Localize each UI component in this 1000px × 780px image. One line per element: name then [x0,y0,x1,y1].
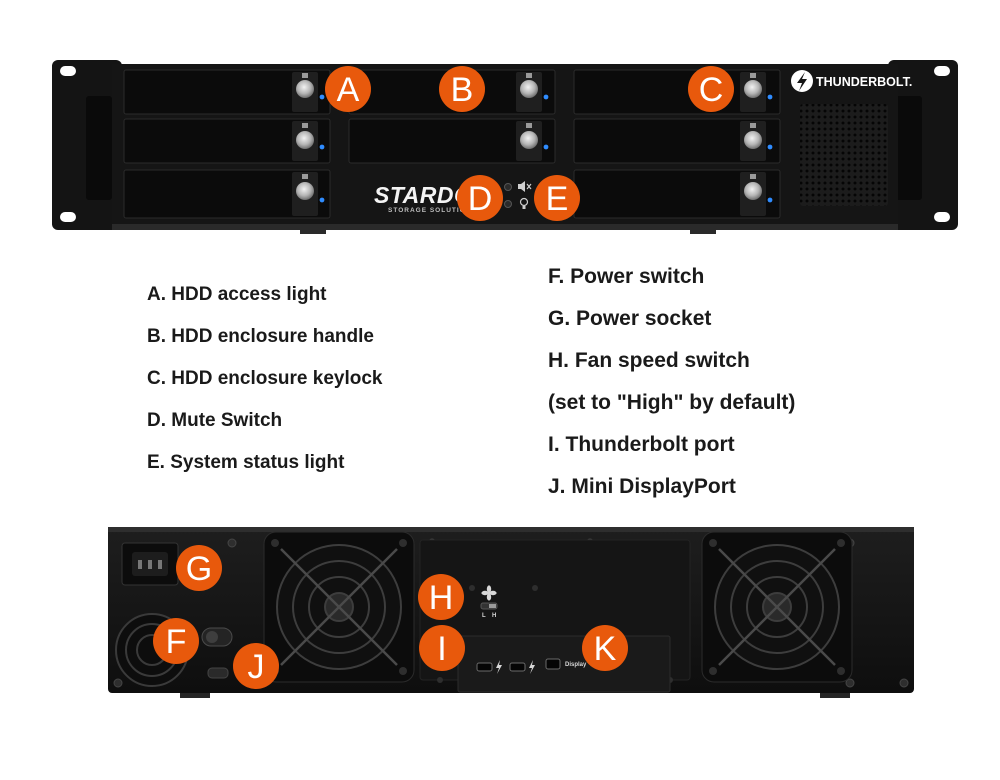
rear-foot [820,693,850,698]
legend-item-h-note: (set to "High" by default) [548,391,796,414]
activity-led [319,144,325,150]
legend-right: F. Power switch G. Power socket H. Fan s… [548,264,795,516]
right-ear-handle [896,96,922,200]
drive-bay-2[interactable] [123,118,331,164]
lock-icon[interactable] [744,80,762,98]
status-light [504,200,512,208]
callout-i-letter: I [437,630,446,668]
drive-bay-6[interactable] [573,69,781,115]
callout-a-letter: A [337,71,360,109]
drive-bay-7[interactable] [573,118,781,164]
mini-displayport[interactable] [545,658,561,670]
callout-badge-k [582,625,628,671]
front-panel: STARDOM STORAGE SOLUTIONS THUNDERBOLT. [52,60,958,234]
legend-item-h: H. Fan speed switch [548,349,750,372]
legend-left: A. HDD access light B. HDD enclosure han… [147,282,382,492]
lock-icon[interactable] [296,182,314,200]
callout-d-letter: D [468,180,493,218]
fan-icon [481,585,497,601]
callout-badge-e [534,175,580,221]
front-vent-mesh [800,104,888,206]
drive-bay-8[interactable] [573,169,781,219]
display-port-label: Display [565,662,587,668]
chassis-bottom-lip [112,224,898,230]
legend-item-j: J. Mini DisplayPort [548,475,736,498]
callout-c-letter: C [699,71,724,109]
lock-icon[interactable] [296,131,314,149]
lock-icon[interactable] [744,182,762,200]
drive-bay-1[interactable] [123,69,331,115]
front-callouts: A B C D E [325,66,734,221]
callout-j-letter: J [248,648,265,686]
callout-badge-b [439,66,485,112]
legend-item-d: D. Mute Switch [147,410,283,431]
activity-led [543,144,549,150]
activity-led [543,94,549,100]
thunderbolt-badge: THUNDERBOLT. [791,70,912,92]
legend-item-f: F. Power switch [548,265,705,288]
activity-led [767,144,773,150]
front-foot [300,230,326,234]
rear-panel: L H Display [108,527,914,698]
thunderbolt-bolt-icon [529,660,535,674]
left-case-fan [263,531,415,683]
drive-bay-5[interactable] [348,118,556,164]
right-case-fan [701,531,853,683]
fan-speed-toggle-port [207,667,229,679]
activity-led [319,197,325,203]
right-ear-slot-bottom [934,212,950,222]
callout-h-letter: H [429,579,454,617]
thunderbolt-bolt-icon [496,660,502,674]
callout-badge-f [153,618,199,664]
activity-led [767,94,773,100]
callout-g-letter: G [186,550,212,588]
callout-b-letter: B [451,71,474,109]
fan-switch-high-label: H [492,613,496,619]
lock-icon[interactable] [520,80,538,98]
callout-badge-i [419,625,465,671]
rear-top-edge [108,527,914,532]
thunderbolt-label: THUNDERBOLT. [816,75,912,89]
legend-item-g: G. Power socket [548,307,712,330]
callout-k-letter: K [594,630,617,668]
lock-icon[interactable] [296,80,314,98]
brand-tagline: STORAGE SOLUTIONS [388,207,477,214]
callout-badge-c [688,66,734,112]
thunderbolt-port-1[interactable] [476,662,493,672]
left-ear-handle [86,96,112,200]
rear-callouts: G H F I K J [153,545,628,689]
fan-switch-low-label: L [482,613,486,619]
mute-switch-button[interactable] [504,183,512,191]
callout-f-letter: F [166,623,187,661]
legend-item-e: E. System status light [147,452,345,473]
status-bulb-icon [519,197,529,209]
legend-item-a: A. HDD access light [147,284,327,305]
right-ear-slot-top [934,66,950,76]
front-foot [690,230,716,234]
lock-icon[interactable] [744,131,762,149]
left-ear-slot-bottom [60,212,76,222]
legend-item-i: I. Thunderbolt port [548,433,735,456]
lock-icon[interactable] [520,131,538,149]
callout-badge-g [176,545,222,591]
callout-badge-d [457,175,503,221]
drive-bay-3[interactable] [123,169,331,219]
left-ear-slot-top [60,66,76,76]
callout-badge-a [325,66,371,112]
callout-badge-j [233,643,279,689]
mute-speaker-icon [518,181,532,192]
callout-e-letter: E [546,180,569,218]
activity-led [767,197,773,203]
rear-foot [180,693,210,698]
callout-badge-h [418,574,464,620]
legend-item-b: B. HDD enclosure handle [147,326,374,347]
thunderbolt-port-2[interactable] [509,662,526,672]
legend-item-c: C. HDD enclosure keylock [147,368,383,389]
activity-led [319,94,325,100]
